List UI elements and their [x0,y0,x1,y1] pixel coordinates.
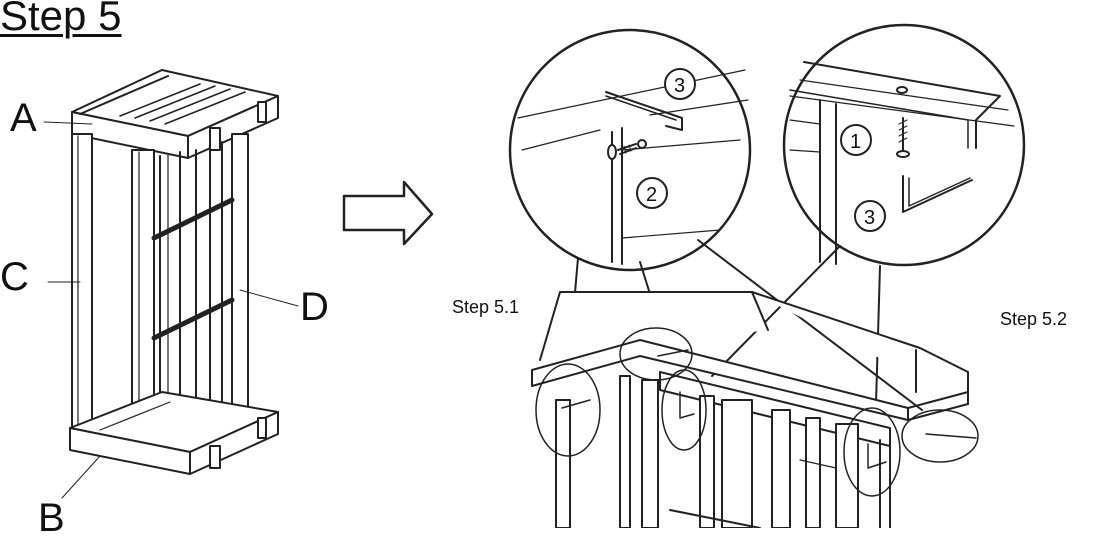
callout-3-lower: 3 [864,207,875,229]
callout-3-upper: 3 [674,75,685,97]
label-step-5-2: Step 5.2 [1000,309,1068,329]
detail-circle-step-5-1: 3 2 [508,28,752,272]
shelf-frame-illustration [43,69,299,499]
diagram-drawing: 3 2 1 [43,23,1026,528]
label-part-d: D [300,285,329,329]
detail-circle-step-5-2: 1 3 [782,23,1026,267]
callout-2: 2 [646,184,657,206]
label-step-5-1: Step 5.1 [452,297,520,317]
callout-1: 1 [850,131,861,153]
assembly-diagram: Step 5 A B C D Step 5.1 Step 5.2 [0,0,1068,540]
arrow-icon [342,180,434,246]
label-part-a: A [10,96,37,140]
label-part-c: C [0,255,29,299]
step-title: Step 5 [0,0,122,39]
assembly-closeup-illustration [531,291,979,528]
